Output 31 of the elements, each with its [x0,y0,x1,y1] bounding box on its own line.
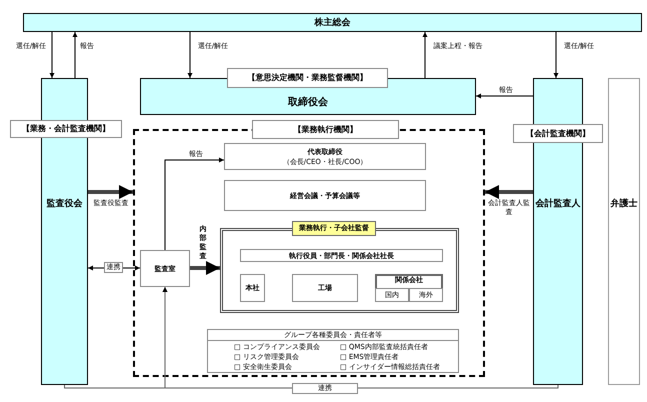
arrow [476,94,534,98]
group-box [375,274,443,302]
arrow [188,32,192,78]
process-box [224,180,426,211]
heading-label: 【業務・会計監査機関】 [10,120,122,138]
process-box [240,249,443,262]
node-label: 弁護士 [610,198,638,210]
node-label: 監査役会 [46,198,84,210]
process-box [240,274,265,302]
node-label: 会計監査人 [534,198,582,210]
thick-arrow [190,261,220,275]
process-box [292,274,358,302]
meeting-bar [23,13,642,32]
heading-label: 【意思決定機関・業務監督機関】 [227,68,388,88]
arrow [422,32,428,78]
arrow [50,32,54,78]
heading-label: 【会計監査機関】 [513,124,603,143]
node-label: 株主総会 [313,16,352,28]
process-box [140,250,190,287]
region-cell [409,288,443,302]
thick-arrow [485,185,533,199]
committee-box [207,329,459,373]
arrow [72,32,78,78]
node-label: 取締役会 [286,96,329,109]
thick-arrow [88,185,133,199]
arrow [554,32,558,78]
arrow [164,158,224,250]
process-box [224,143,426,170]
region-cell [375,288,409,302]
heading-label: 【業務執行機関】 [252,120,399,139]
advisor-column [608,78,640,385]
